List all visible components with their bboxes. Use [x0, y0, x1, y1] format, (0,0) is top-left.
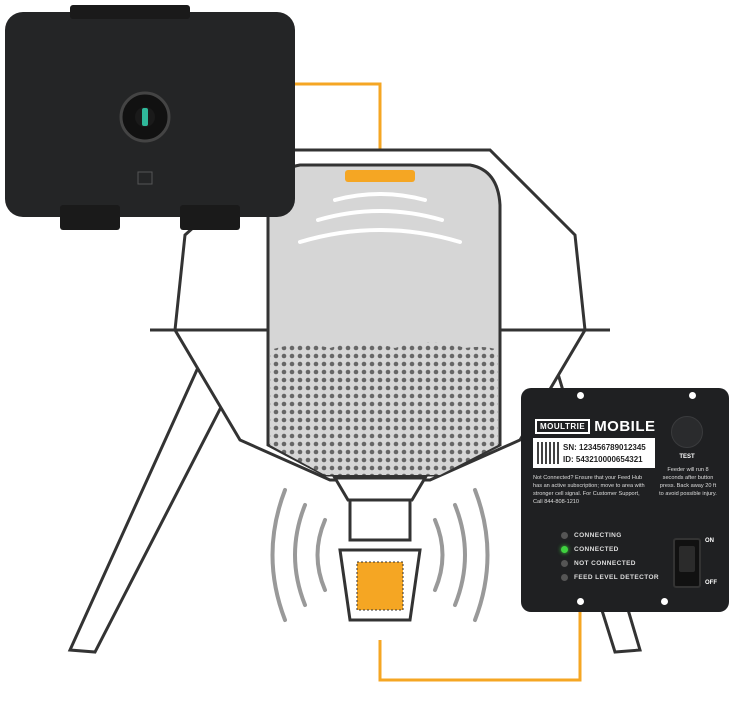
connector-line-top [290, 82, 382, 150]
led-connecting: CONNECTING [561, 528, 659, 542]
led-indicator [561, 573, 568, 581]
switch-off-label: OFF [705, 580, 717, 586]
status-leds: CONNECTING CONNECTED NOT CONNECTED FEED … [561, 528, 659, 584]
qr-code [537, 442, 559, 464]
led-indicator [561, 559, 568, 567]
cellular-device [5, 5, 295, 230]
test-button[interactable] [671, 416, 703, 448]
led-indicator [561, 531, 568, 539]
led-feed-level: FEED LEVEL DETECTOR [561, 570, 659, 584]
mount-hole [661, 598, 668, 605]
led-connected: CONNECTED [561, 542, 659, 556]
motor-module [356, 561, 404, 611]
test-note: Feeder will run 8 seconds after button p… [659, 467, 717, 497]
support-notice: Not Connected? Ensure that your Feed Hub… [533, 475, 645, 505]
connector-line-bottom [378, 612, 582, 682]
mount-hole [577, 392, 584, 399]
level-sensor [345, 170, 415, 182]
feed-hub-panel: MOULTRIE MOBILE SN: 123456789012345 ID: … [521, 388, 729, 612]
serial-label: SN: 123456789012345 ID: 543210000654321 [533, 438, 655, 468]
feed-level [270, 342, 498, 475]
led-not-connected: NOT CONNECTED [561, 556, 659, 570]
funnel [332, 476, 428, 502]
serial-number: SN: 123456789012345 [563, 443, 646, 452]
mount-hole [689, 392, 696, 399]
power-switch[interactable] [673, 538, 701, 588]
mount-hole [577, 598, 584, 605]
switch-on-label: ON [705, 538, 714, 544]
device-id: ID: 543210000654321 [563, 455, 643, 464]
vibration-waves [270, 488, 490, 622]
sensor-waves [298, 192, 462, 244]
led-indicator [561, 545, 568, 553]
test-label: TEST [679, 454, 695, 460]
brand-logo: MOULTRIE MOBILE [535, 418, 656, 435]
